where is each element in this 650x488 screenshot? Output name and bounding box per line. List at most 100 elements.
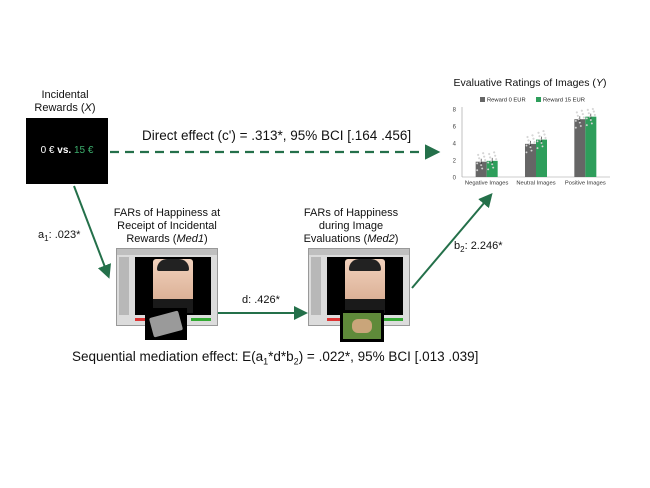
x-title-prefix: Rewards ( xyxy=(34,102,85,114)
data-point xyxy=(593,113,596,116)
reward-comparison: 0 € vs. 15 € xyxy=(27,145,107,156)
reward-vs: vs. xyxy=(57,145,72,156)
data-point xyxy=(582,116,585,119)
med1-prefix: Rewards ( xyxy=(126,233,177,245)
b2-prefix: b xyxy=(454,240,461,252)
data-point xyxy=(476,162,479,165)
med2-line3: Evaluations (Med2) xyxy=(296,233,406,246)
seq-sub1: 1 xyxy=(263,356,269,367)
x-title-suffix: ) xyxy=(91,102,96,114)
data-point xyxy=(484,158,487,161)
med1-bar-red xyxy=(135,318,153,321)
data-point xyxy=(578,121,581,124)
data-point xyxy=(538,135,541,138)
data-point xyxy=(585,117,588,120)
data-point xyxy=(478,157,481,160)
data-point xyxy=(526,136,529,139)
data-point xyxy=(490,159,493,162)
seq-suffix: ) = .022*, 95% BCI [.013 .039] xyxy=(298,349,479,364)
bar xyxy=(574,119,586,177)
med2-bar-red xyxy=(327,318,345,321)
direct-effect-label: Direct effect (c') = .313*, 95% BCI [.16… xyxy=(142,128,412,143)
category-label: Positive Images xyxy=(565,181,606,187)
med1-title: FARs of Happiness at Receipt of Incident… xyxy=(108,207,226,246)
data-point xyxy=(529,146,532,149)
med2-bar-green xyxy=(383,318,403,321)
reward-fifteen: 15 € xyxy=(73,145,94,156)
data-point xyxy=(495,158,498,161)
med1-line3: Rewards (Med1) xyxy=(108,233,226,246)
data-point xyxy=(487,161,490,164)
money-image xyxy=(145,308,187,340)
sequential-mediation-label: Sequential mediation effect: E(a1*d*b2) … xyxy=(72,349,478,367)
data-point xyxy=(483,155,486,158)
data-point xyxy=(479,160,482,163)
med2-var: Med2 xyxy=(367,233,395,245)
b2-arrow xyxy=(411,192,493,289)
med2-shirt xyxy=(345,299,385,313)
med2-suffix: ) xyxy=(394,233,399,245)
data-point xyxy=(531,134,534,137)
a1-label: a1: .023* xyxy=(38,229,80,245)
data-point xyxy=(577,118,580,121)
data-point xyxy=(576,114,579,117)
y-tick-label: 6 xyxy=(453,125,457,131)
data-point xyxy=(587,112,590,115)
data-point xyxy=(493,151,496,154)
data-point xyxy=(533,141,536,144)
med2-hair xyxy=(349,259,381,271)
b2-label: b2: 2.246* xyxy=(454,240,503,256)
data-point xyxy=(581,113,584,116)
data-point xyxy=(488,153,491,156)
x-node-box: 0 € vs. 15 € xyxy=(26,118,108,184)
med1-video-frame xyxy=(135,257,211,315)
seq-mid: *d*b xyxy=(268,349,294,364)
a1-sub: 1 xyxy=(44,234,49,244)
data-point xyxy=(543,133,546,136)
data-point xyxy=(492,166,495,169)
bar xyxy=(486,160,498,177)
legend-label: Reward 15 EUR xyxy=(543,98,585,104)
med1-toolbar xyxy=(117,249,217,255)
x-title-line1: Incidental xyxy=(41,89,89,101)
reward-zero: 0 € xyxy=(40,145,55,156)
bar xyxy=(536,139,547,177)
med1-hair xyxy=(157,259,189,271)
y-tick-label: 0 xyxy=(453,176,457,182)
chart-title-prefix: Evaluative Ratings of Images ( xyxy=(453,77,596,89)
med2-screenshot xyxy=(308,248,410,326)
chart-title-suffix: ) xyxy=(602,77,607,89)
b2-suffix: : 2.246* xyxy=(464,240,503,252)
dog-image xyxy=(340,310,384,342)
data-point xyxy=(536,140,539,143)
med2-toolbar xyxy=(309,249,409,255)
data-point xyxy=(528,142,531,145)
x-node-title: Incidental Rewards (X) xyxy=(18,89,112,115)
med2-title: FARs of Happiness during Image Evaluatio… xyxy=(296,207,406,246)
chart-title: Evaluative Ratings of Images (Y) xyxy=(440,77,620,90)
seq-sub2: 2 xyxy=(293,356,299,367)
dog-body xyxy=(352,319,372,333)
data-point xyxy=(540,141,543,144)
med2-line2: during Image xyxy=(318,220,384,232)
data-point xyxy=(542,130,545,133)
legend-swatch xyxy=(536,97,541,102)
data-point xyxy=(585,124,588,127)
med1-line2: Receipt of Incidental xyxy=(117,220,217,232)
legend-swatch xyxy=(480,97,485,102)
data-point xyxy=(590,122,593,125)
data-point xyxy=(544,136,547,139)
data-point xyxy=(591,108,594,111)
med1-suffix: ) xyxy=(203,233,208,245)
data-point xyxy=(527,139,530,142)
a1-prefix: a xyxy=(38,229,45,241)
med1-line1: FARs of Happiness at xyxy=(113,207,221,219)
med2-video-frame xyxy=(327,257,403,315)
med2-prefix: Evaluations ( xyxy=(303,233,368,245)
data-point xyxy=(579,125,582,128)
med1-face-image xyxy=(153,259,193,313)
data-point xyxy=(574,119,577,122)
med2-face-image xyxy=(345,259,385,313)
